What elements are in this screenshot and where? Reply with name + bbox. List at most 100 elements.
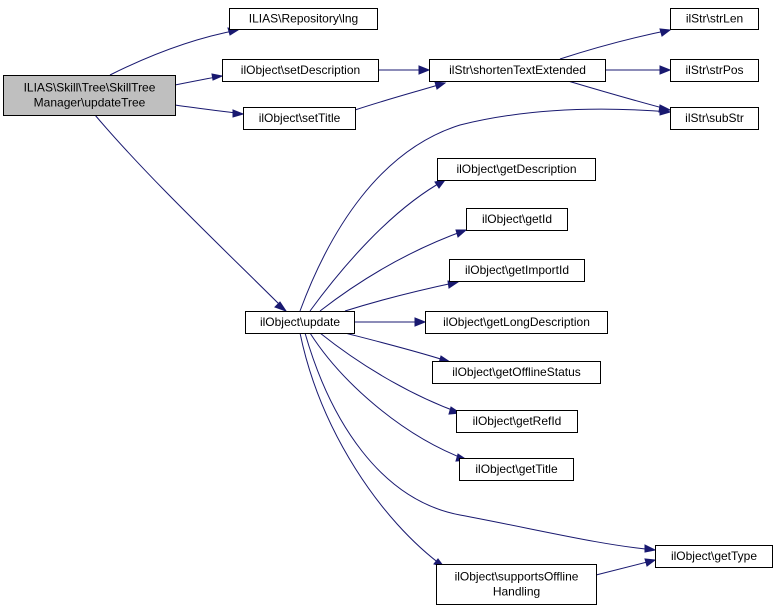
node-repo-lng[interactable]: ILIAS\Repository\lng: [229, 8, 378, 30]
node-box: [436, 564, 597, 605]
node-box: [243, 107, 356, 130]
node-label: ilObject\getId: [482, 212, 552, 226]
node-box: [245, 311, 355, 334]
arrow-head: [659, 107, 672, 116]
node-label: ilObject\getImportId: [465, 263, 569, 277]
node-label: Handling: [493, 585, 540, 599]
node-get-long-description[interactable]: ilObject\getLongDescription: [425, 311, 608, 334]
edge-set-description-to-shorten: [378, 65, 431, 75]
node-substr[interactable]: ilStr\subStr: [670, 107, 759, 130]
node-shorten[interactable]: ilStr\shortenTextExtended: [429, 59, 606, 82]
node-strlen[interactable]: ilStr\strLen: [670, 8, 759, 30]
arrow-head: [211, 73, 224, 81]
node-label: ilStr\subStr: [685, 111, 744, 125]
node-label: ilObject\setTitle: [259, 111, 341, 125]
edge-shorten-to-strlen: [559, 28, 672, 60]
node-label: ILIAS\Repository\lng: [249, 12, 358, 26]
node-box: [229, 8, 378, 30]
edge-line: [299, 108, 671, 312]
node-box: [432, 361, 601, 384]
node-box: [437, 158, 596, 181]
edge-shorten-to-strpos: [605, 65, 672, 75]
node-get-import-id[interactable]: ilObject\getImportId: [449, 259, 585, 282]
arrow-head: [455, 229, 468, 238]
node-box: [429, 59, 606, 82]
node-get-description[interactable]: ilObject\getDescription: [437, 158, 596, 181]
node-label: ilObject\getTitle: [475, 462, 558, 476]
edge-update-to-supports-offline: [299, 332, 446, 568]
edge-root-to-update: [94, 114, 288, 312]
edge-line: [304, 332, 656, 551]
node-box: [466, 208, 568, 231]
arrow-head: [447, 280, 460, 289]
edge-shorten-to-substr: [567, 80, 672, 113]
node-box: [670, 8, 759, 30]
edge-line: [567, 80, 671, 111]
edge-root-to-repo-lng: [109, 27, 240, 76]
node-strpos[interactable]: ilStr\strPos: [670, 59, 759, 82]
edge-update-to-get-type: [304, 332, 657, 553]
node-get-offline-status[interactable]: ilObject\getOfflineStatus: [432, 361, 601, 384]
edge-update-to-get-description: [309, 179, 447, 312]
node-label: ilObject\setDescription: [241, 63, 360, 77]
edge-update-to-get-long-description: [354, 317, 427, 327]
arrow-head: [414, 317, 427, 327]
arrow-head: [644, 544, 657, 553]
node-get-type[interactable]: ilObject\getType: [655, 545, 773, 568]
edge-set-title-to-shorten: [354, 81, 447, 111]
edge-line: [354, 82, 446, 111]
edge-line: [319, 229, 467, 312]
edge-update-to-substr: [299, 107, 672, 312]
edge-line: [309, 179, 446, 312]
edge-supports-offline-to-get-type: [595, 558, 657, 576]
arrow-head: [659, 65, 672, 75]
arrow-head: [659, 28, 672, 37]
node-box: [459, 458, 574, 481]
node-set-description[interactable]: ilObject\setDescription: [222, 59, 379, 82]
node-set-title[interactable]: ilObject\setTitle: [243, 107, 356, 130]
arrow-head: [434, 81, 447, 90]
node-label: ilObject\getLongDescription: [443, 315, 590, 329]
edge-update-to-get-import-id: [344, 280, 460, 312]
node-box: [425, 311, 608, 334]
edge-root-to-set-description: [174, 73, 224, 86]
arrow-head: [644, 558, 657, 567]
arrow-head: [418, 65, 431, 75]
node-root: ILIAS\Skill\Tree\SkillTreeManager\update…: [3, 75, 176, 116]
edge-update-to-get-title: [309, 332, 469, 462]
node-label: ilStr\strLen: [686, 12, 743, 26]
node-update[interactable]: ilObject\update: [245, 311, 355, 334]
arrow-head: [434, 179, 447, 189]
node-label: ilObject\update: [260, 315, 340, 329]
node-label: ilObject\supportsOffline: [455, 570, 579, 584]
node-label: ilStr\strPos: [685, 63, 743, 77]
node-label: ILIAS\Skill\Tree\SkillTree: [24, 81, 156, 95]
edge-line: [299, 332, 445, 568]
node-label: ilObject\getOfflineStatus: [452, 365, 581, 379]
edge-root-to-set-title: [174, 104, 245, 118]
edge-update-to-get-id: [319, 229, 468, 312]
arrow-head: [274, 301, 288, 312]
edges-layer: [94, 27, 672, 576]
node-box: [670, 59, 759, 82]
edge-line: [109, 29, 239, 76]
node-get-title[interactable]: ilObject\getTitle: [459, 458, 574, 481]
node-label: ilStr\shortenTextExtended: [449, 63, 586, 77]
arrow-head: [232, 109, 245, 118]
edge-update-to-get-offline-status: [344, 332, 452, 364]
node-label: Manager\updateTree: [34, 96, 146, 110]
node-get-id[interactable]: ilObject\getId: [466, 208, 568, 231]
node-box: [456, 410, 578, 433]
edge-line: [94, 114, 287, 312]
node-box: [670, 107, 759, 130]
node-box: [449, 259, 585, 282]
edge-line: [344, 332, 451, 363]
nodes-layer: ILIAS\Skill\Tree\SkillTreeManager\update…: [3, 8, 773, 605]
node-get-ref-id[interactable]: ilObject\getRefId: [456, 410, 578, 433]
node-box: [3, 75, 176, 116]
edge-line: [559, 29, 671, 60]
node-label: ilObject\getDescription: [456, 162, 576, 176]
edge-line: [309, 332, 468, 461]
